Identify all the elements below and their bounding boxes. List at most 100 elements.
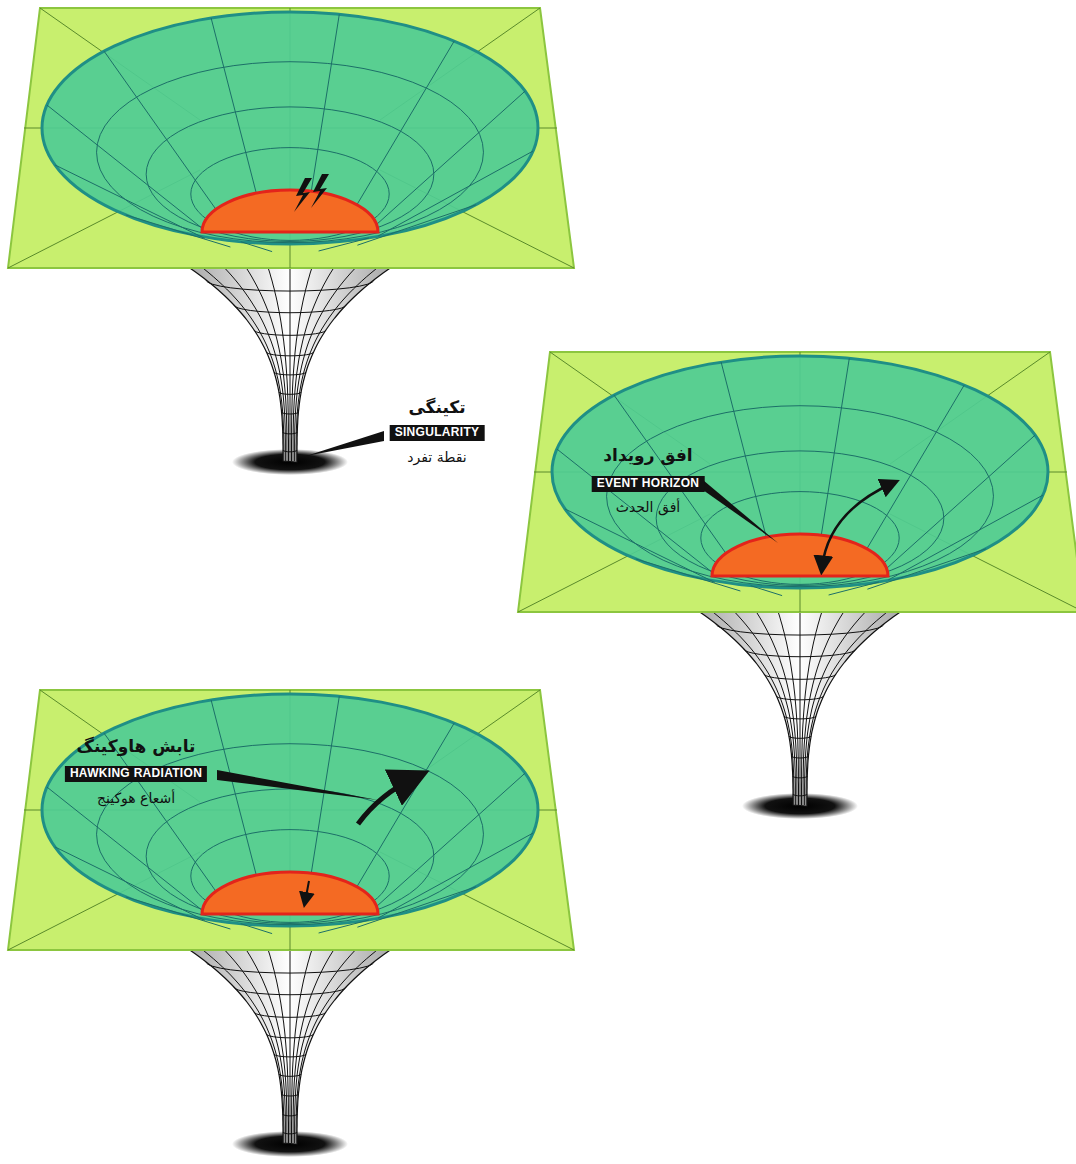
term-arabic: نقطة تفرد: [407, 449, 466, 465]
term-english: HAWKING RADIATION: [65, 766, 207, 782]
funnel-grid: [279, 1074, 301, 1076]
bowl-grid: [241, 242, 272, 252]
funnel-grid: [293, 927, 350, 1143]
lightning-symbol: [294, 178, 312, 212]
bowl-grid: [557, 449, 712, 572]
funnel-grid: [283, 432, 298, 434]
bowl-grid: [378, 151, 533, 236]
term-persian: تکینگی: [408, 398, 465, 418]
term-english: EVENT HORIZON: [592, 476, 705, 492]
funnel-grid: [784, 716, 816, 719]
funnel-grid: [274, 372, 306, 375]
horizon-dome: [202, 190, 378, 232]
funnel-grid: [770, 589, 799, 805]
funnel-grid: [230, 927, 287, 1143]
bowl-grid: [308, 14, 339, 212]
funnel-grid: [206, 962, 374, 973]
funnel-grid: [710, 589, 795, 805]
bowl-grid: [350, 723, 455, 899]
bowl-grid: [55, 165, 205, 239]
funnel-grid: [292, 927, 321, 1143]
funnel-grid: [292, 245, 321, 461]
funnel-grid: [295, 245, 380, 461]
funnel-grid: [260, 245, 289, 461]
funnel-grid: [230, 245, 287, 461]
bowl-grid: [375, 773, 525, 908]
funnel-grid: [283, 1114, 298, 1116]
funnel-grid: [279, 392, 301, 394]
funnel-grid: [234, 305, 346, 313]
infall-arrow: [305, 881, 309, 902]
gravity-funnel: [662, 589, 936, 806]
funnel-grid: [260, 927, 289, 1143]
bowl-grid: [146, 107, 434, 242]
funnel-grid: [776, 696, 823, 700]
leader-line: [306, 431, 384, 456]
funnel-grid: [234, 987, 346, 995]
bowl-grid: [191, 830, 389, 923]
funnel-grid: [200, 245, 285, 461]
bowl-grid: [818, 358, 849, 556]
bowl-grid: [860, 385, 965, 561]
bowl-grid: [378, 833, 533, 918]
bowl-grid: [885, 435, 1035, 569]
funnel-grid: [293, 245, 350, 461]
bowl-grid: [211, 18, 261, 213]
funnel-grid: [266, 1034, 313, 1038]
funnel-grid: [274, 1054, 306, 1057]
spacetime-plane: [518, 352, 1076, 612]
funnel-grid: [793, 794, 807, 796]
bowl-grid: [104, 51, 223, 219]
funnel-grid: [295, 927, 380, 1143]
horizon-dome: [712, 534, 888, 576]
term-persian: افق رویداد: [603, 446, 692, 466]
funnel-grid: [290, 927, 291, 1143]
bowl-grid: [211, 700, 261, 895]
funnel-grid: [805, 589, 890, 805]
funnel-grid: [744, 649, 856, 657]
funnel-grid: [282, 412, 299, 414]
funnel-grid: [200, 927, 285, 1143]
gravity-funnel: [152, 927, 426, 1144]
funnel-grid: [290, 245, 291, 461]
black-hole-panel: [518, 352, 1076, 819]
horizon-dome: [202, 872, 378, 914]
funnel-grid: [802, 589, 831, 805]
funnel-grid: [282, 1094, 299, 1096]
term-persian: تابش هاوکینگ: [76, 737, 195, 757]
bowl-grid: [565, 509, 715, 583]
funnel-grid: [283, 450, 297, 452]
black-hole-panel: [8, 690, 574, 1157]
bowl-grid: [319, 920, 369, 933]
bowl-grid: [350, 41, 455, 217]
funnel-grid: [792, 756, 809, 758]
funnel-grid: [254, 330, 326, 335]
funnel-grid: [803, 589, 860, 805]
gravity-funnel: [152, 245, 426, 462]
bowl-grid: [104, 733, 223, 901]
funnel-grid: [740, 589, 797, 805]
funnel-grid: [800, 589, 801, 805]
bowl-grid: [308, 696, 339, 894]
bowl-grid: [721, 362, 771, 557]
bowl-grid: [241, 924, 272, 934]
lightning-symbol: [311, 174, 329, 208]
bowl-grid: [55, 847, 205, 921]
spacetime-plane: [8, 690, 574, 950]
radiation-arrow: [358, 777, 416, 824]
bowl-grid: [375, 91, 525, 226]
bowl-grid: [47, 787, 202, 910]
bowl-grid: [751, 586, 782, 596]
funnel-grid: [764, 674, 836, 679]
funnel-grid: [716, 624, 884, 635]
bowl-grid: [47, 105, 202, 228]
bowl-grid: [829, 582, 879, 595]
bowl-grid: [888, 495, 1043, 580]
funnel-grid: [789, 736, 811, 738]
bowl-grid: [146, 789, 434, 924]
leader-line: [217, 770, 378, 800]
black-hole-panel: [8, 8, 574, 475]
term-arabic: أشعاع هوكينج: [97, 790, 175, 806]
funnel-grid: [283, 1132, 297, 1134]
term-english: SINGULARITY: [390, 425, 485, 441]
